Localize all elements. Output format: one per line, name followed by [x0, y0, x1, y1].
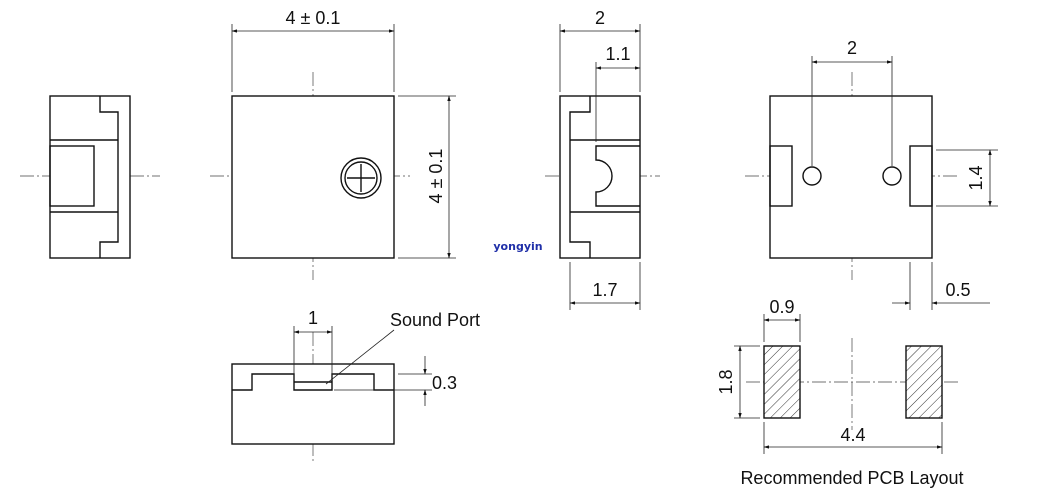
- pcb-pad-height-dimension: 1.8: [716, 369, 736, 394]
- right-side-view: 2 1.1 1.7: [545, 8, 660, 310]
- front-height-dimension: 4 ± 0.1: [426, 149, 446, 204]
- pin-spacing-dimension: 2: [847, 38, 857, 58]
- pcb-pad-width-dimension: 0.9: [769, 297, 794, 317]
- pad-width-dimension: 0.5: [945, 280, 970, 300]
- sound-port-label: Sound Port: [390, 310, 480, 330]
- watermark-logo: yongyin: [493, 240, 542, 253]
- side-total-dimension: 2: [595, 8, 605, 28]
- pad-height-dimension: 1.4: [966, 165, 986, 190]
- port-width-dimension: 1: [308, 308, 318, 328]
- bottom-view: 2 1.4 0.5: [745, 38, 998, 310]
- pcb-layout: 0.9 1.8 4.4 Recommended PCB Layout: [716, 297, 964, 488]
- side-bottom-dimension: 1.7: [592, 280, 617, 300]
- pin-hole-left: [802, 166, 822, 186]
- pcb-span-dimension: 4.4: [840, 425, 865, 445]
- left-side-view: [20, 95, 160, 259]
- front-width-dimension: 4 ± 0.1: [286, 8, 341, 28]
- screw-head-icon: [340, 157, 382, 199]
- section-view: 1 0.3 Sound Port: [231, 308, 480, 462]
- port-depth-dimension: 0.3: [432, 373, 457, 393]
- side-inner-dimension: 1.1: [605, 44, 630, 64]
- pcb-layout-caption: Recommended PCB Layout: [740, 468, 963, 488]
- pcb-pad-left: [763, 345, 801, 419]
- pcb-pad-right: [905, 345, 943, 419]
- front-view: 4 ± 0.1 4 ± 0.1: [210, 8, 456, 280]
- pin-hole-right: [882, 166, 902, 186]
